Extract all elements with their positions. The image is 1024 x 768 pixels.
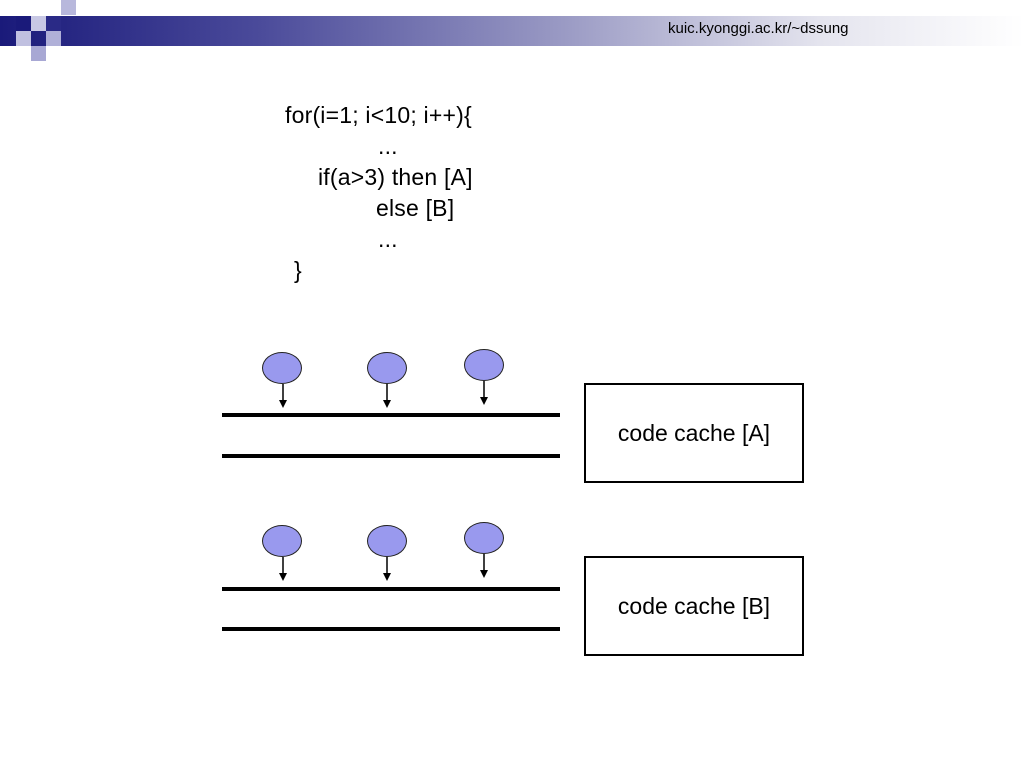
header-logo-square <box>46 16 61 31</box>
instruction-token <box>464 522 504 554</box>
pipeline-rail-bottom <box>222 454 560 458</box>
arrow-down-icon <box>279 384 287 408</box>
code-line: ... <box>378 226 398 252</box>
header-logo-square <box>61 0 76 15</box>
header-url: kuic.kyonggi.ac.kr/~dssung <box>668 20 849 37</box>
header-logo-square <box>31 46 46 61</box>
code-line: } <box>294 257 302 283</box>
code-line: ... <box>378 133 398 159</box>
code-cache-label: code cache [A] <box>617 419 771 446</box>
code-cache-label: code cache [B] <box>617 592 771 619</box>
header-logo-square <box>16 31 31 46</box>
code-cache-box: code cache [A] <box>584 383 804 483</box>
code-cache-box: code cache [B] <box>584 556 804 656</box>
pipeline-rail-bottom <box>222 627 560 631</box>
pipeline-rail-top <box>222 587 560 591</box>
arrow-down-icon <box>480 554 488 578</box>
header-logo-square <box>31 16 46 31</box>
header-logo-square <box>46 31 61 46</box>
arrow-down-icon <box>480 381 488 405</box>
instruction-token <box>262 352 302 384</box>
arrow-down-icon <box>383 557 391 581</box>
header-logo-square <box>16 16 31 31</box>
arrow-down-icon <box>279 557 287 581</box>
code-line: else [B] <box>376 195 455 221</box>
instruction-token <box>367 352 407 384</box>
header-gradient-band <box>0 16 1024 46</box>
instruction-token <box>262 525 302 557</box>
pipeline-rail-top <box>222 413 560 417</box>
instruction-token <box>367 525 407 557</box>
arrow-down-icon <box>383 384 391 408</box>
code-line: for(i=1; i<10; i++){ <box>285 102 472 128</box>
code-line: if(a>3) then [A] <box>318 164 473 190</box>
instruction-token <box>464 349 504 381</box>
